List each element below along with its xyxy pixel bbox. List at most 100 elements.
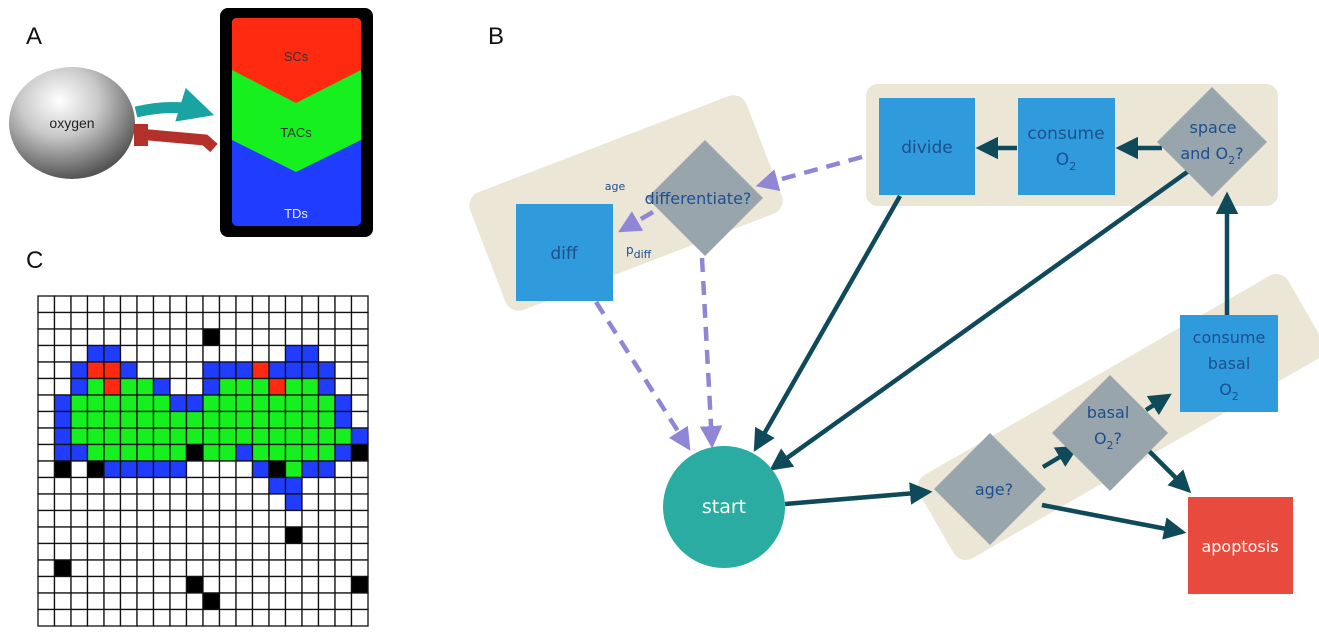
lattice-cell: [317, 509, 336, 528]
consume-basal-formula: O2: [1219, 380, 1239, 403]
panel-b: divide consume O2 diff consume basal O2 …: [469, 84, 1319, 594]
divide-node: [879, 98, 975, 195]
lattice-cell: [37, 608, 56, 627]
lattice-cell: [301, 328, 320, 347]
lattice-cell: [202, 295, 221, 314]
lattice-cell: [53, 575, 72, 594]
lattice-cell: [268, 344, 287, 363]
lattice-cell: [235, 526, 254, 545]
lattice-cell: [268, 427, 287, 446]
lattice-cell: [202, 377, 221, 396]
lattice-cell: [251, 542, 270, 561]
lattice-cell: [103, 526, 122, 545]
lattice-cell: [350, 311, 369, 330]
lattice-cell: [53, 443, 72, 462]
lattice-cell: [268, 509, 287, 528]
lattice-cell: [317, 592, 336, 611]
lattice-cell: [218, 394, 237, 413]
lattice-cell: [53, 377, 72, 396]
lattice-cell: [152, 460, 171, 479]
lattice-cell: [202, 608, 221, 627]
lattice-cell: [37, 592, 56, 611]
lattice-cell: [37, 526, 56, 545]
lattice-cell: [136, 509, 155, 528]
lattice-cell: [202, 542, 221, 561]
lattice-cell: [169, 608, 188, 627]
lattice-cell: [202, 460, 221, 479]
lattice-cell: [185, 311, 204, 330]
lattice-cell: [86, 542, 105, 561]
lattice-cell: [334, 394, 353, 413]
lattice-cell: [317, 295, 336, 314]
lattice-cell: [235, 460, 254, 479]
space-o2-line1: space: [1190, 118, 1237, 137]
lattice-cell: [350, 542, 369, 561]
lattice-cell: [268, 460, 287, 479]
lattice-cell: [284, 509, 303, 528]
lattice-cell: [70, 328, 89, 347]
lattice-cell: [169, 377, 188, 396]
lattice-cell: [301, 476, 320, 495]
lattice-cell: [185, 509, 204, 528]
lattice-cell: [235, 394, 254, 413]
lattice-cell: [317, 476, 336, 495]
lattice-cell: [119, 361, 138, 380]
lattice-cell: [218, 295, 237, 314]
lattice-cell: [86, 476, 105, 495]
lattice-cell: [235, 592, 254, 611]
lattice-cell: [185, 542, 204, 561]
lattice-cell: [103, 295, 122, 314]
lattice-cell: [268, 575, 287, 594]
lattice-cell: [119, 295, 138, 314]
lattice-cell: [317, 608, 336, 627]
lattice-cell: [136, 575, 155, 594]
lattice-cell: [350, 509, 369, 528]
lattice-cell: [53, 394, 72, 413]
lattice-cell: [268, 542, 287, 561]
space-o2-decision: [1157, 87, 1267, 197]
lattice-cell: [301, 575, 320, 594]
lattice-cell: [169, 460, 188, 479]
lattice-cell: [70, 559, 89, 578]
lattice-cell: [70, 608, 89, 627]
lattice-cell: [251, 526, 270, 545]
lattice-cell: [334, 592, 353, 611]
lattice-cell: [53, 542, 72, 561]
age-decision-label: age?: [975, 480, 1013, 499]
lattice-cell: [202, 328, 221, 347]
lattice-cell: [202, 443, 221, 462]
oxygen-sphere: [9, 67, 135, 179]
lattice-cell: [235, 311, 254, 330]
lattice-cell: [103, 493, 122, 512]
lattice-cell: [53, 311, 72, 330]
lattice-cell: [317, 311, 336, 330]
lattice-cell: [301, 311, 320, 330]
lattice-cell: [235, 509, 254, 528]
lattice-cell: [317, 361, 336, 380]
lattice-cell: [268, 608, 287, 627]
lattice-cell: [86, 344, 105, 363]
lattice-cell: [284, 559, 303, 578]
lattice-cell: [169, 559, 188, 578]
lattice-cell: [70, 410, 89, 429]
lattice-cell: [284, 311, 303, 330]
lattice-cell: [284, 361, 303, 380]
lattice-cell: [119, 526, 138, 545]
lattice-cell: [169, 575, 188, 594]
arrow-divide-to-start: [753, 194, 902, 452]
lattice-cell: [251, 460, 270, 479]
lattice-cell: [169, 295, 188, 314]
cell-lattice: [37, 295, 369, 627]
lattice-cell: [119, 328, 138, 347]
age-threshold-label: age: [605, 180, 626, 193]
lattice-cell: [350, 361, 369, 380]
scs-label: SCs: [284, 49, 309, 64]
lattice-cell: [251, 427, 270, 446]
lattice-cell: [185, 592, 204, 611]
consume-o2-node: [1018, 98, 1115, 195]
lattice-cell: [37, 493, 56, 512]
lattice-cell: [86, 608, 105, 627]
lattice-cell: [350, 344, 369, 363]
lattice-cell: [251, 443, 270, 462]
lattice-cell: [268, 559, 287, 578]
